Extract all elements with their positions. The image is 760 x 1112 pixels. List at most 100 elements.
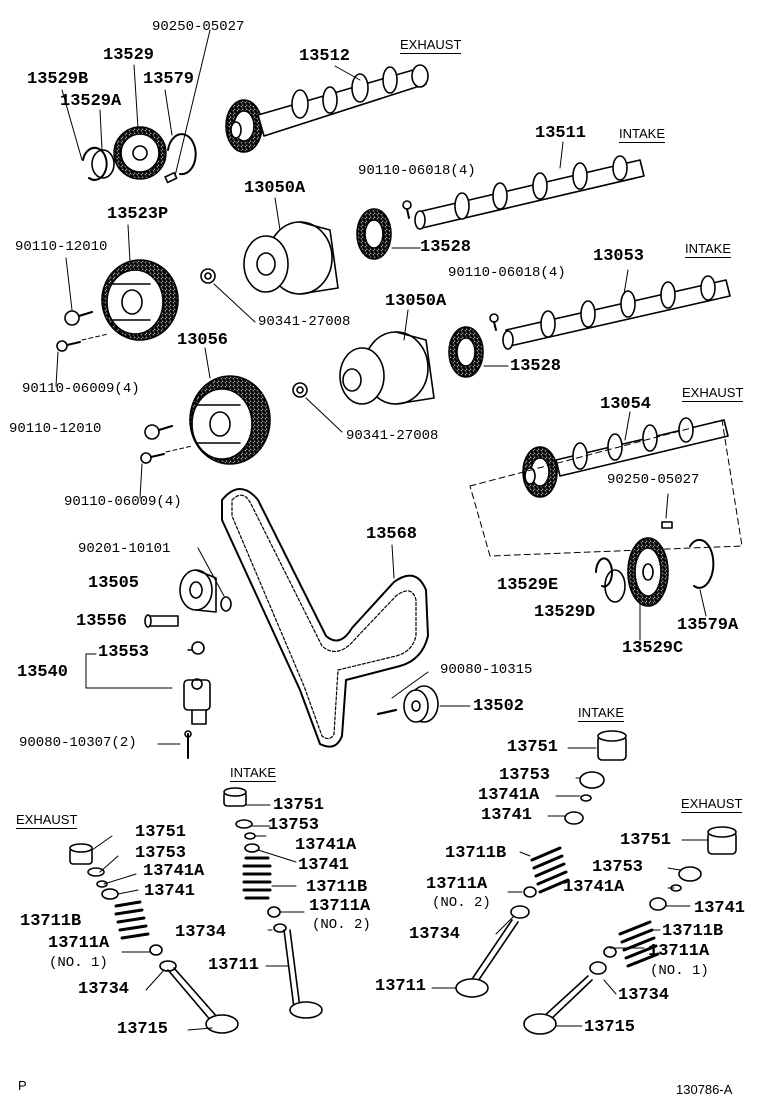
label-90341-27008-a: 90341-27008 [258, 314, 351, 330]
label-13056: 13056 [177, 331, 229, 350]
label-90080-10307: 90080-10307(2) [19, 735, 137, 751]
e-label-13753: 13753 [592, 858, 644, 877]
label-13523P: 13523P [107, 205, 169, 224]
camshaft-13053 [448, 275, 731, 378]
plate-13529D [604, 569, 626, 603]
r-label-13711A: 13711A [426, 875, 488, 894]
bolt-90110-06009-a [56, 340, 81, 352]
e-label-13715: 13715 [584, 1018, 636, 1037]
sprocket-13529 [113, 126, 167, 180]
l-label-13741A: 13741A [143, 862, 205, 881]
label-13529E: 13529E [497, 576, 559, 595]
timing-belt-13568 [221, 488, 429, 748]
label-90080-10315: 90080-10315 [440, 662, 533, 678]
label-13528-a: 13528 [420, 238, 472, 257]
camshaft-13512 [225, 64, 429, 153]
c-label-no2: (NO. 2) [312, 917, 371, 933]
camshaft-13511 [356, 155, 645, 260]
spacer-90201 [220, 596, 232, 612]
label-90110-06018-a: 90110-06018(4) [358, 163, 476, 179]
c-label-13711A: 13711A [309, 897, 371, 916]
c-label-13711: 13711 [208, 956, 260, 975]
ring-13579 [167, 133, 197, 176]
e-label-no1: (NO. 1) [650, 963, 709, 979]
label-90341-27008-b: 90341-27008 [346, 428, 439, 444]
label-13529: 13529 [103, 46, 155, 65]
snap-ring-13529E [595, 557, 613, 588]
c-label-13711B: 13711B [306, 878, 368, 897]
bolt-90110-06009-b [140, 452, 165, 464]
camshaft-13054 [522, 417, 729, 498]
r-label-13753: 13753 [499, 766, 551, 785]
nut-90341-b [292, 382, 308, 398]
l-label-13715: 13715 [117, 1020, 169, 1039]
bolt-90110-06018-a [402, 200, 412, 219]
bolt-90080-10315 [376, 708, 398, 716]
label-13568: 13568 [366, 525, 418, 544]
valve-group-intake-left [223, 787, 323, 1019]
l-label-13711A: 13711A [48, 934, 110, 953]
label-13556: 13556 [76, 612, 128, 631]
c-label-13741: 13741 [298, 856, 350, 875]
l-label-13741: 13741 [144, 882, 196, 901]
section-exhaust-top: EXHAUST [400, 37, 462, 54]
bolt-90110-06018-b [489, 313, 499, 331]
label-90201-10101: 90201-10101 [78, 541, 171, 557]
ring-13579A [689, 538, 715, 589]
label-13553: 13553 [98, 643, 150, 662]
label-13579: 13579 [143, 70, 195, 89]
label-90110-12010-a: 90110-12010 [15, 239, 108, 255]
sprocket-13529C [627, 537, 669, 607]
valve-group-exhaust-left [69, 843, 239, 1034]
bolt-13553 [187, 641, 205, 655]
e-label-13751: 13751 [620, 831, 672, 850]
r-label-no2: (NO. 2) [432, 895, 491, 911]
l-label-no1: (NO. 1) [49, 955, 108, 971]
footer-mark: P [18, 1078, 27, 1093]
section-exhaust-valve-right: EXHAUST [681, 796, 743, 813]
label-13502: 13502 [473, 697, 525, 716]
tensioner-pulley-13505 [179, 569, 217, 613]
l-label-13711B: 13711B [20, 912, 82, 931]
e-label-13734: 13734 [618, 986, 670, 1005]
l-label-13753: 13753 [135, 844, 187, 863]
r-label-13741: 13741 [481, 806, 533, 825]
section-intake-mid: INTAKE [685, 241, 731, 258]
snap-ring-13529B [82, 146, 108, 181]
vvt-13050A-a [243, 221, 339, 295]
section-intake-valve-right: INTAKE [578, 705, 624, 722]
nut-90341-a [200, 268, 216, 284]
label-13540: 13540 [17, 663, 69, 682]
valve-group-intake-right [455, 730, 627, 998]
bolt-90110-12010-b [144, 424, 174, 440]
section-exhaust-mid: EXHAUST [682, 385, 744, 402]
r-label-13751: 13751 [507, 738, 559, 757]
label-13529D: 13529D [534, 603, 596, 622]
label-13528-b: 13528 [510, 357, 562, 376]
label-13529B: 13529B [27, 70, 89, 89]
label-13505: 13505 [88, 574, 140, 593]
e-label-13711B: 13711B [662, 922, 724, 941]
label-90110-06009-b: 90110-06009(4) [64, 494, 182, 510]
pulley-13056 [189, 375, 271, 465]
bolt-90110-12010-a [64, 310, 94, 326]
e-label-13741: 13741 [694, 899, 746, 918]
label-90250-05027-b: 90250-05027 [607, 472, 700, 488]
label-13529C: 13529C [622, 639, 684, 658]
c-label-13741A: 13741A [295, 836, 357, 855]
label-13529A: 13529A [60, 92, 122, 111]
label-13053: 13053 [593, 247, 645, 266]
label-13054: 13054 [600, 395, 652, 414]
label-90110-12010-b: 90110-12010 [9, 421, 102, 437]
r-label-13711B: 13711B [445, 844, 507, 863]
label-13511: 13511 [535, 124, 587, 143]
label-13579A: 13579A [677, 616, 739, 635]
l-label-13734: 13734 [78, 980, 130, 999]
label-90250-05027-a: 90250-05027 [152, 19, 245, 35]
bolt-90080-10307 [184, 730, 192, 759]
figure-code: 130786-A [676, 1082, 733, 1097]
label-13050A-b: 13050A [385, 292, 447, 311]
e-label-13741A: 13741A [563, 878, 625, 897]
section-exhaust-valve-left: EXHAUST [16, 812, 78, 829]
vvt-13050A-b [339, 331, 435, 405]
